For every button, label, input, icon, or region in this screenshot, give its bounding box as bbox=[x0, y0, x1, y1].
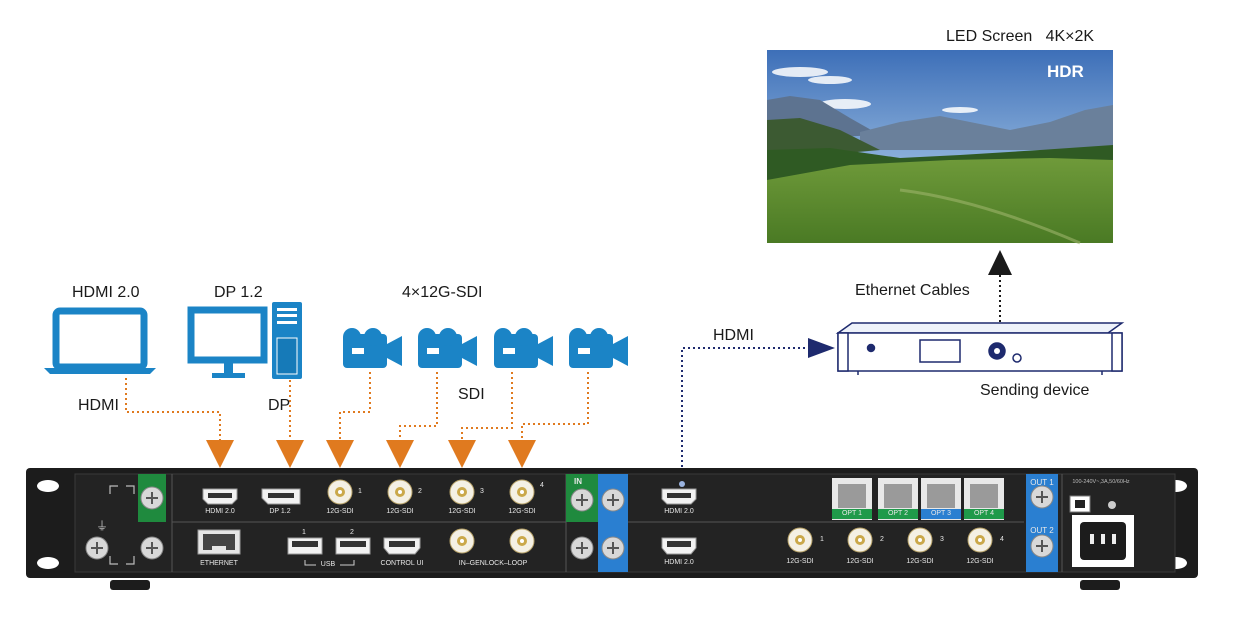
ethernet-port bbox=[197, 529, 241, 555]
sdi-out-number-4: 4 bbox=[1000, 536, 1004, 543]
laptop-icon bbox=[44, 307, 156, 374]
hdmi-input-port bbox=[202, 488, 238, 505]
hdmi-source-label: HDMI 2.0 bbox=[72, 284, 140, 301]
input-arrowheads bbox=[206, 440, 536, 468]
sdi-cable-label: SDI bbox=[458, 386, 485, 403]
hdmi-output-ports bbox=[661, 481, 697, 555]
dp-source-label: DP 1.2 bbox=[214, 284, 263, 301]
ethernet-cable-line bbox=[988, 250, 1012, 325]
camera-icon-2 bbox=[418, 328, 477, 368]
opt-label-1: OPT 1 bbox=[841, 510, 863, 517]
sdi-input-ports bbox=[327, 479, 535, 505]
port-label-usb: USB bbox=[316, 561, 340, 568]
control-ui-port bbox=[383, 537, 421, 555]
panel-screws bbox=[85, 474, 1058, 572]
power-rating-label: 100-240V~,3A,50/60Hz bbox=[1072, 479, 1130, 485]
dp-cable-label: DP bbox=[268, 397, 291, 414]
computer-icon bbox=[187, 302, 302, 379]
port-label-sdi-out-4: 12G-SDI bbox=[966, 558, 994, 565]
sdi-in-number-4: 4 bbox=[540, 482, 544, 489]
usb-number-2: 2 bbox=[350, 529, 354, 536]
sdi-in-number-3: 3 bbox=[480, 488, 484, 495]
sdi-out-number-1: 1 bbox=[820, 536, 824, 543]
opt-ports bbox=[832, 478, 1004, 520]
input-cables bbox=[125, 372, 589, 440]
usb-number-1: 1 bbox=[302, 529, 306, 536]
port-label-genlock: IN–GENLOCK–LOOP bbox=[458, 560, 528, 567]
hdmi-cable-label: HDMI bbox=[78, 397, 119, 414]
opt-label-2: OPT 2 bbox=[887, 510, 909, 517]
dp-input-port bbox=[261, 488, 301, 505]
hdr-badge: HDR bbox=[1047, 62, 1084, 81]
opt-label-3: OPT 3 bbox=[930, 510, 952, 517]
sdi-out-number-3: 3 bbox=[940, 536, 944, 543]
usb-ports bbox=[287, 537, 371, 566]
port-label-ethernet: ETHERNET bbox=[200, 560, 238, 567]
hdmi-link-line bbox=[681, 338, 835, 482]
sdi-out-number-2: 2 bbox=[880, 536, 884, 543]
port-label-sdi-out-2: 12G-SDI bbox=[846, 558, 874, 565]
sdi-in-number-2: 2 bbox=[418, 488, 422, 495]
port-label-control-ui: CONTROL UI bbox=[380, 560, 424, 567]
led-screen-image bbox=[767, 50, 1113, 245]
in-label: IN bbox=[574, 477, 582, 486]
svg-text:⏚: ⏚ bbox=[96, 519, 108, 533]
port-label-sdi-out-3: 12G-SDI bbox=[906, 558, 934, 565]
sending-device bbox=[835, 322, 1125, 375]
port-label-hdmi-in: HDMI 2.0 bbox=[205, 508, 235, 515]
camera-icon-4 bbox=[569, 328, 628, 368]
port-label-sdi-in-3: 12G-SDI bbox=[448, 508, 476, 515]
sdi-sources-label: 4×12G-SDI bbox=[402, 284, 483, 301]
port-label-sdi-in-4: 12G-SDI bbox=[508, 508, 536, 515]
port-label-dp-in: DP 1.2 bbox=[269, 508, 291, 515]
sending-device-label: Sending device bbox=[980, 382, 1090, 399]
out-label-2: OUT 2 bbox=[1030, 526, 1054, 535]
port-label-hdmi-out-2: HDMI 2.0 bbox=[664, 559, 694, 566]
camera-icon-3 bbox=[494, 328, 553, 368]
out-label-1: OUT 1 bbox=[1030, 478, 1054, 487]
hdmi-link-label: HDMI bbox=[713, 327, 754, 344]
port-label-sdi-in-2: 12G-SDI bbox=[386, 508, 414, 515]
power-module bbox=[1069, 495, 1134, 567]
sdi-in-number-1: 1 bbox=[358, 488, 362, 495]
port-label-hdmi-out-1: HDMI 2.0 bbox=[664, 508, 694, 515]
port-label-sdi-in-1: 12G-SDI bbox=[326, 508, 354, 515]
led-screen-label: LED Screen 4K×2K bbox=[946, 28, 1095, 45]
genlock-ports bbox=[449, 528, 535, 554]
ethernet-cables-label: Ethernet Cables bbox=[855, 282, 970, 299]
opt-label-4: OPT 4 bbox=[973, 510, 995, 517]
camera-icon-1 bbox=[343, 328, 402, 368]
port-label-sdi-out-1: 12G-SDI bbox=[786, 558, 814, 565]
sdi-output-ports bbox=[787, 527, 993, 553]
